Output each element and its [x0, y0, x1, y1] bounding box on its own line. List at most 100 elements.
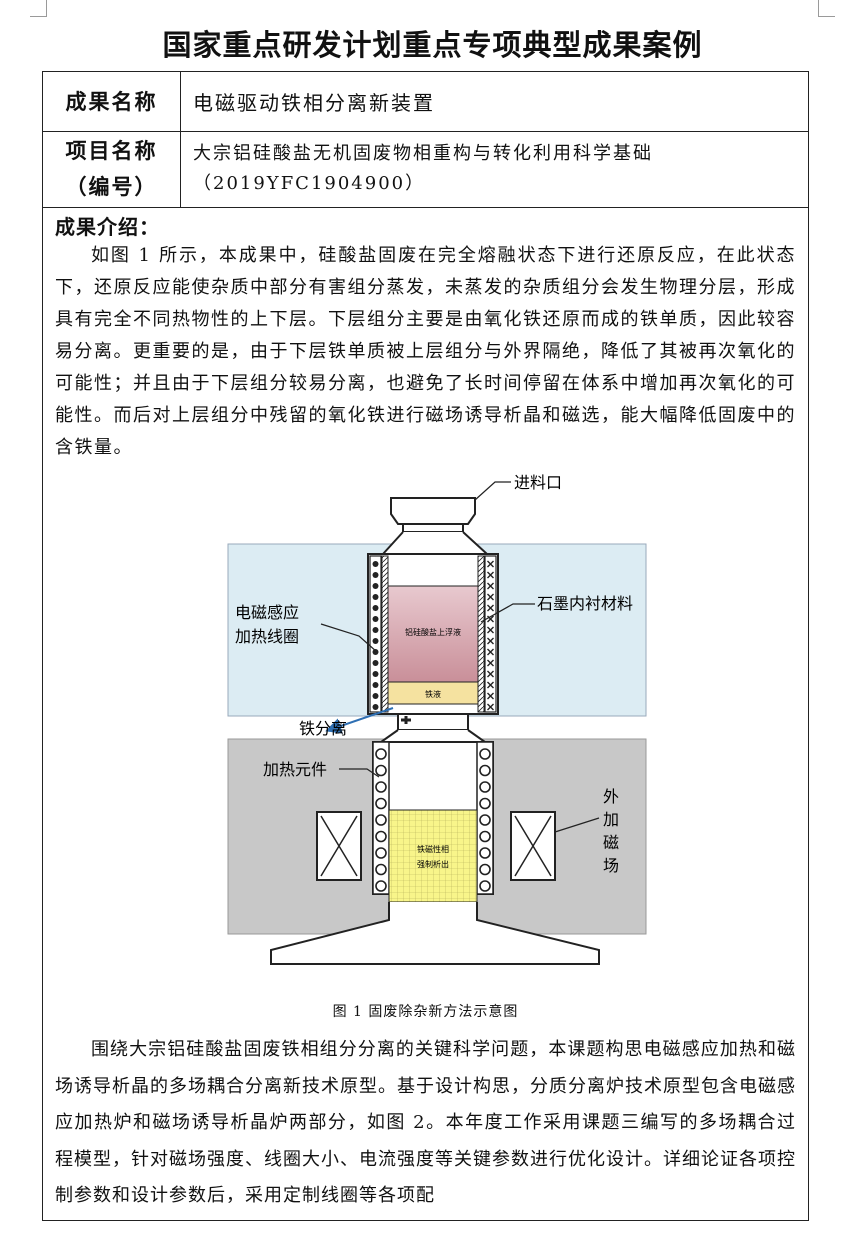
coil-cross	[487, 560, 494, 568]
crystallization-chamber	[388, 809, 478, 903]
result-name-label: 成果名称	[43, 72, 181, 131]
project-name-label: 项目名称 （编号）	[43, 131, 181, 207]
heating-ring	[479, 880, 491, 892]
coil-cross	[487, 593, 494, 601]
lower-iron-layer	[387, 681, 479, 705]
feed-hopper	[390, 497, 476, 525]
project-name-row: 项目名称 （编号） 大宗铝硅酸盐无机固废物相重构与转化利用科学基础 （2019Y…	[43, 131, 808, 208]
right-graphite-lining	[477, 555, 485, 713]
coil-dot	[372, 616, 379, 622]
iron-separation-label: 铁分离	[299, 719, 347, 738]
heating-ring	[375, 748, 387, 760]
result-name-row: 成果名称 电磁驱动铁相分离新装置	[43, 72, 808, 132]
coil-cross	[487, 626, 494, 634]
induction-coil-dots	[372, 561, 379, 710]
heating-ring	[479, 830, 491, 843]
tap-connector	[397, 713, 469, 731]
heater-leader-line	[339, 768, 380, 778]
heating-ring	[375, 781, 387, 793]
coil-dot	[372, 704, 379, 710]
figure-caption: 图 1 固废除杂新方法示意图	[332, 1004, 519, 1020]
coil-dot	[372, 671, 379, 677]
heating-element-label: 加热元件	[263, 760, 327, 779]
upper-melt-label: 铝硅酸盐上浮液	[405, 627, 461, 637]
coil-dot	[372, 572, 379, 578]
heating-ring	[375, 797, 387, 810]
coil-dot	[372, 682, 379, 688]
induction-coil-label-line1: 电磁感应	[235, 603, 299, 622]
induction-coil-label-line2: 加热线圈	[235, 627, 299, 646]
coil-dot	[372, 693, 379, 699]
heating-ring	[375, 880, 387, 892]
coil-dot	[372, 583, 379, 589]
external-field-char: 场	[603, 856, 619, 875]
coil-dot	[372, 638, 379, 644]
external-field-char: 磁	[603, 833, 619, 852]
intro-heading: 成果介绍：	[55, 215, 160, 239]
coil-cross	[487, 604, 494, 612]
heating-ring	[479, 764, 491, 777]
external-field-char: 外	[603, 787, 619, 806]
lower-furnace-cone	[377, 729, 489, 743]
heating-ring	[375, 847, 387, 859]
info-table: 成果名称 电磁驱动铁相分离新装置 项目名称 （编号） 大宗铝硅酸盐无机固废物相重…	[42, 71, 809, 1221]
intro-paragraph-1: 如图 1 所示，本成果中，硅酸盐固废在完全熔融状态下进行还原反应，在此状态下，还…	[55, 245, 796, 458]
left-magnet-cross	[320, 815, 358, 877]
lower-iron-label: 铁液	[425, 689, 441, 699]
tap-valve	[401, 716, 411, 724]
graphite-leader-line	[480, 603, 535, 623]
figure-1-diagram: 铝硅酸盐上浮液 铁液 铁磁性相 强制析出 进料口 石墨内衬材料 电磁感应 加热线…	[227, 473, 647, 965]
coil-cross	[487, 582, 494, 590]
coil-cross	[487, 703, 494, 711]
intro-paragraph-2: 围绕大宗铝硅酸盐固废铁相组分分离的关键科学问题，本课题构思电磁感应加热和磁场诱导…	[55, 1039, 796, 1206]
intro-section: 成果介绍： 如图 1 所示，本成果中，硅酸盐固废在完全熔融状态下进行还原反应，在…	[55, 207, 796, 464]
heating-ring	[479, 748, 491, 760]
upper-furnace-cone	[380, 531, 490, 555]
corner-mark-right	[818, 0, 835, 17]
right-coil-column	[484, 555, 497, 713]
inlet-leader-line	[474, 481, 511, 501]
coil-leader-line	[320, 623, 378, 653]
heating-ring	[375, 830, 387, 843]
external-field-leader-line	[554, 817, 600, 833]
result-name-value-text: 电磁驱动铁相分离新装置	[193, 91, 435, 115]
corner-mark-left	[30, 0, 47, 17]
coil-dot	[372, 649, 379, 655]
upper-melt-layer	[387, 585, 479, 683]
heating-ring	[479, 814, 491, 826]
result-name-label-text: 成果名称	[65, 88, 158, 114]
coil-cross	[487, 615, 494, 623]
coil-cross	[487, 692, 494, 700]
coil-cross	[487, 681, 494, 689]
heating-ring	[375, 764, 387, 777]
heating-ring	[479, 797, 491, 810]
coil-cross	[487, 571, 494, 579]
coil-dot	[372, 594, 379, 600]
crystal-label-line2: 强制析出	[417, 859, 449, 869]
coil-cross	[487, 637, 494, 645]
right-magnet-cross	[514, 815, 552, 877]
coil-dot	[372, 660, 379, 666]
coil-cross	[487, 670, 494, 678]
heating-element-rings	[375, 748, 491, 892]
coil-cross	[487, 659, 494, 667]
coil-dot	[372, 605, 379, 611]
induction-coil-crosses	[487, 560, 494, 711]
crystal-label-line1: 铁磁性相	[417, 844, 449, 854]
graphite-lining-label: 石墨内衬材料	[537, 594, 633, 613]
left-graphite-lining	[381, 555, 389, 713]
coil-dot	[372, 627, 379, 633]
project-name-value: 大宗铝硅酸盐无机固废物相重构与转化利用科学基础 （2019YFC1904900）	[193, 131, 798, 207]
furnace-base	[270, 902, 600, 965]
coil-cross	[487, 648, 494, 656]
page-title: 国家重点研发计划重点专项典型成果案例	[162, 28, 703, 62]
heating-ring	[479, 781, 491, 793]
project-name-label-line2: （编号）	[65, 174, 158, 199]
external-field-char: 加	[603, 810, 619, 829]
heating-ring	[479, 847, 491, 859]
heating-ring	[479, 863, 491, 876]
left-coil-column	[369, 555, 382, 713]
iron-separation-arrow	[325, 707, 394, 734]
project-name-label-line1: 项目名称	[65, 138, 158, 163]
